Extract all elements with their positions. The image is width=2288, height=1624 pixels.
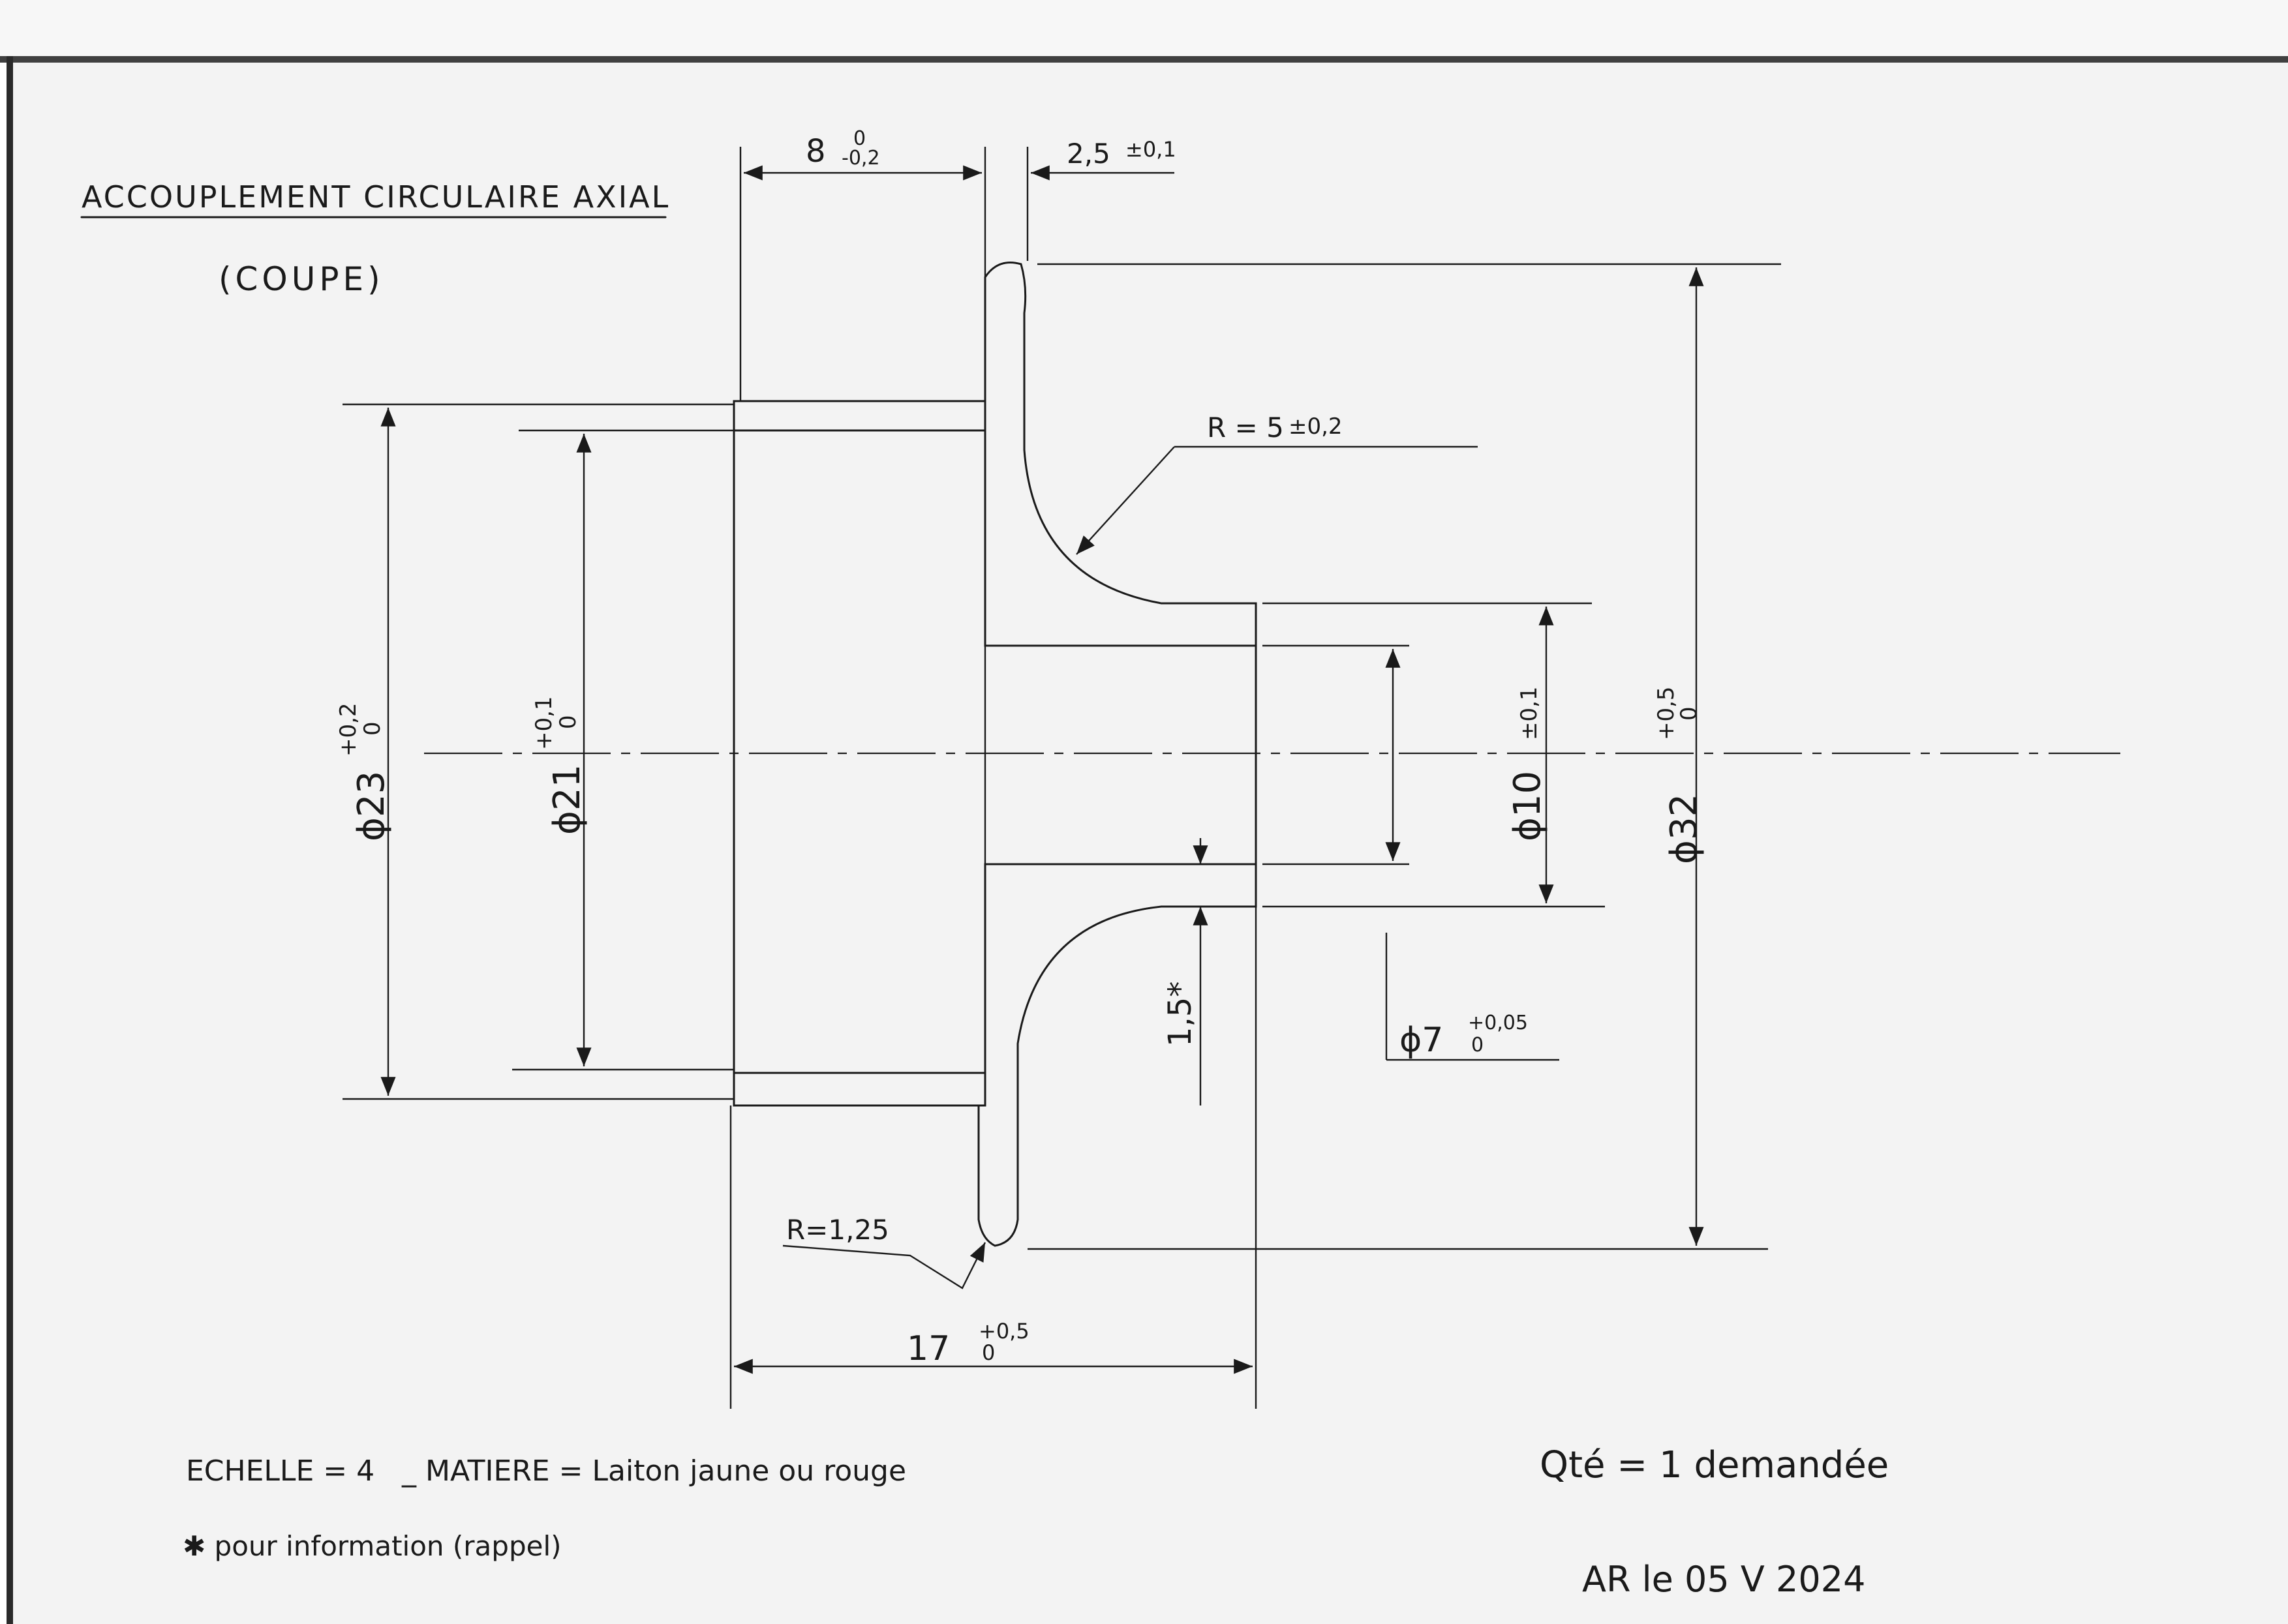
- signature: AR le 05 Ⅴ 2024: [1582, 1559, 1865, 1600]
- dim-8: 8: [806, 133, 826, 170]
- dimension-lines: [380, 165, 1704, 1374]
- dim-phi21: ϕ21: [546, 764, 588, 835]
- dim-2-5: 2,5: [1067, 138, 1110, 170]
- dim-2-5-tol: ±0,1: [1125, 137, 1176, 162]
- upper-skirt-wall: [733, 400, 986, 432]
- dim-phi32-tol-lower: 0: [1676, 706, 1702, 721]
- scan-top-margin: [0, 0, 2288, 56]
- scan-top-border: [0, 56, 2288, 63]
- dim-r1-25: R=1,25: [786, 1214, 889, 1246]
- dim-17-tol-lower: 0: [982, 1340, 995, 1365]
- dim-phi10: ϕ10: [1506, 771, 1549, 841]
- dim-phi7-tol-upper: +0,05: [1468, 1012, 1528, 1034]
- dim-phi21-tol-lower: 0: [555, 715, 581, 729]
- dim-phi21-tol-upper: +0,1: [531, 696, 557, 750]
- dim-phi23-tol-lower: 0: [359, 721, 386, 736]
- dim-r5: R = 5: [1207, 412, 1284, 444]
- lower-flange-hub: [977, 863, 1257, 1247]
- dim-phi32-tol-upper: +0,5: [1653, 686, 1679, 740]
- quantity-note: Qté = 1 demandée: [1540, 1444, 1889, 1486]
- dim-17-tol-upper: +0,5: [979, 1319, 1030, 1344]
- footnote: ✱ pour information (rappel): [183, 1530, 562, 1562]
- dim-phi23: ϕ23: [350, 771, 393, 841]
- dim-phi7-tol-lower: 0: [1471, 1034, 1484, 1057]
- scan-left-border: [7, 56, 13, 1624]
- scale-material-note: ECHELLE = 4 _ MATIERE = Laiton jaune ou …: [186, 1454, 906, 1488]
- drawing-title: ACCOUPLEMENT CIRCULAIRE AXIAL: [82, 179, 670, 215]
- dim-phi10-tol: ±0,1: [1516, 686, 1542, 740]
- upper-flange-hub: [984, 262, 1257, 647]
- drawing-subtitle: (COUPE): [219, 260, 384, 298]
- extension-lines: [343, 147, 1781, 1409]
- dim-phi32: ϕ32: [1663, 794, 1705, 864]
- dim-phi7: ϕ7: [1399, 1021, 1443, 1060]
- part-section: [733, 262, 1257, 1247]
- dim-wall-1-5: 1,5*: [1162, 982, 1198, 1047]
- dim-r5-tol: ±0,2: [1289, 414, 1343, 440]
- dim-phi23-tol-upper: +0,2: [335, 702, 361, 757]
- dim-8-tol-lower: -0,2: [842, 147, 880, 170]
- dim-8-tol-upper: 0: [853, 127, 866, 150]
- lower-skirt-wall: [733, 1072, 986, 1107]
- dim-17: 17: [907, 1329, 950, 1368]
